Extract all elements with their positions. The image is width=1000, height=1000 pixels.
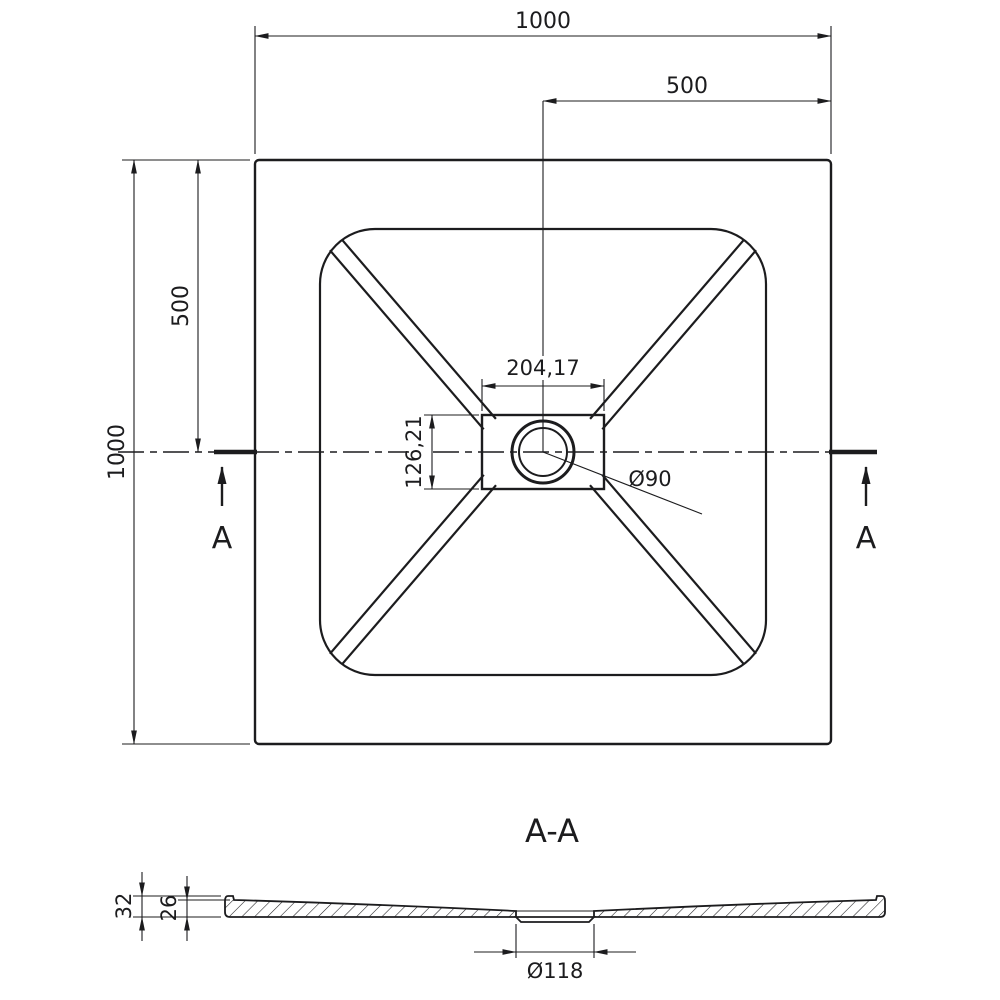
section-marker-left: A xyxy=(212,466,233,556)
dim-width-total-label: 1000 xyxy=(515,9,571,34)
dim-width-half: 500 xyxy=(542,74,832,104)
section-marker-right: A xyxy=(856,466,877,556)
dim-drain-width-label: 204,17 xyxy=(506,356,579,380)
dim-base-thickness-label: 26 xyxy=(157,895,181,922)
section-marker-left-label: A xyxy=(212,521,233,556)
slope-band-line xyxy=(589,484,745,665)
text-mask xyxy=(409,419,432,485)
drain-diameter-callout: Ø90 xyxy=(542,451,703,515)
slope-band-line xyxy=(329,474,485,655)
dim-drain-hole-label: Ø118 xyxy=(527,959,584,983)
slope-band-line xyxy=(329,249,485,431)
section-view-title: A-A xyxy=(525,812,579,850)
drain-inner-circle xyxy=(518,427,568,477)
drain-diameter-label: Ø90 xyxy=(628,467,671,491)
section-drain-recess xyxy=(513,910,597,923)
dim-drain-height-label: 126,21 xyxy=(402,415,426,488)
dim-drain-hole: Ø118 xyxy=(474,924,636,983)
dim-height-total-label: 1000 xyxy=(105,424,130,480)
drain-flange-outline xyxy=(513,916,597,923)
slope-band-line xyxy=(341,484,497,665)
text-mask xyxy=(495,356,591,380)
dim-total-thickness: 32 xyxy=(112,872,221,941)
slope-band-line xyxy=(601,249,757,431)
dim-drain-height: 126,21 xyxy=(402,414,479,490)
leader-line xyxy=(542,451,703,515)
dim-total-thickness-label: 32 xyxy=(112,893,136,920)
dim-base-thickness: 26 xyxy=(157,876,230,941)
slope-band-line xyxy=(341,239,497,420)
dim-drain-width: 204,17 xyxy=(481,356,605,411)
dim-height-total: 1000 xyxy=(105,159,250,745)
slope-band-line xyxy=(601,474,757,655)
slope-bands xyxy=(329,239,757,665)
slope-band-line xyxy=(589,239,745,420)
dim-height-half: 500 xyxy=(169,159,201,453)
drain-outer-circle xyxy=(510,419,576,485)
section-marker-right-label: A xyxy=(856,521,877,556)
dim-width-total: 1000 xyxy=(254,9,832,154)
dim-height-half-label: 500 xyxy=(169,285,194,327)
dim-width-half-label: 500 xyxy=(666,74,708,99)
